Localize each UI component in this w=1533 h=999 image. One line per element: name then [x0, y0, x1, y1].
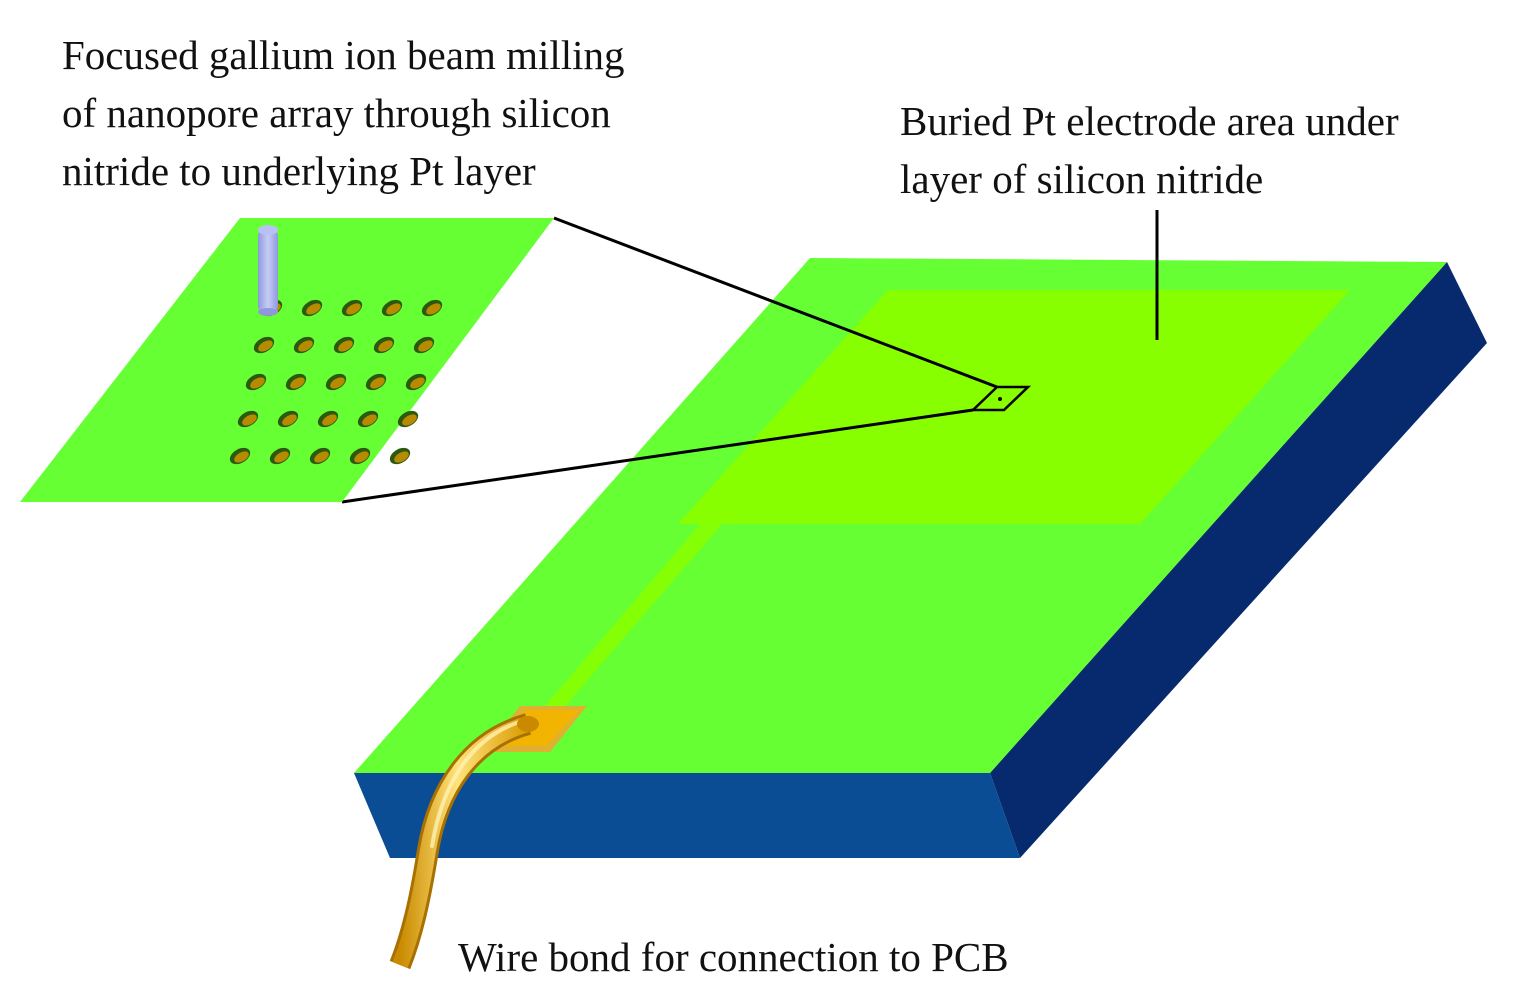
nanopore-region-marker	[969, 385, 1032, 412]
nanopore-icon	[341, 299, 363, 317]
nanopore-icon	[365, 373, 387, 391]
substrate-side-face	[990, 262, 1487, 858]
nanopore-icon	[389, 447, 411, 465]
nanopore-icon	[309, 447, 331, 465]
nanopore-icon	[325, 373, 347, 391]
wire-bond-icon	[389, 713, 539, 970]
nanopore-icon	[293, 336, 315, 354]
nanopore-icon	[277, 410, 299, 428]
callout-lines	[341, 210, 1159, 504]
nanopore-icon	[397, 410, 419, 428]
ion-beam-milling-label: Focused gallium ion beam milling of nano…	[62, 26, 625, 200]
chip	[354, 258, 1487, 858]
zoom-line-top	[553, 216, 998, 389]
nanopore-icon	[349, 447, 371, 465]
nanopore-icon	[357, 410, 379, 428]
ion-beam-milling-label-line-1: Focused gallium ion beam milling	[62, 32, 625, 78]
nanopore-icon	[421, 299, 443, 317]
nanopore-icon	[333, 336, 355, 354]
ion-beam-milling-label-line-2: of nanopore array through silicon	[62, 90, 611, 136]
pt-trace	[540, 524, 722, 712]
nanopore-inset	[20, 218, 554, 502]
nanopore-icon	[237, 410, 259, 428]
substrate-front-face	[354, 773, 1020, 858]
nanopore-region-dot	[998, 397, 1002, 401]
nanopore-icon	[301, 299, 323, 317]
nanopore-icon	[317, 410, 339, 428]
nanopore-icon	[413, 336, 435, 354]
ion-beam-icon	[258, 225, 278, 316]
buried-pt-electrode-area	[678, 290, 1350, 524]
inset-surface	[20, 218, 554, 502]
nanopore-icon	[381, 299, 403, 317]
nanopore-icon	[285, 373, 307, 391]
nanopore-icon	[245, 373, 267, 391]
nanopore-icon	[229, 447, 251, 465]
ion-beam-milling-label-line-3: nitride to underlying Pt layer	[62, 148, 536, 194]
wire-bond-label: Wire bond for connection to PCB	[458, 934, 1009, 980]
buried-pt-label: Buried Pt electrode area under layer of …	[900, 92, 1399, 208]
nanopore-array	[229, 299, 443, 465]
buried-pt-label-line-1: Buried Pt electrode area under	[900, 98, 1399, 144]
zoom-line-bottom	[341, 408, 974, 504]
nanopore-icon	[253, 336, 275, 354]
nanopore-icon	[373, 336, 395, 354]
nanopore-icon	[405, 373, 427, 391]
nanopore-icon	[269, 447, 291, 465]
buried-pt-label-line-2: layer of silicon nitride	[900, 156, 1264, 202]
